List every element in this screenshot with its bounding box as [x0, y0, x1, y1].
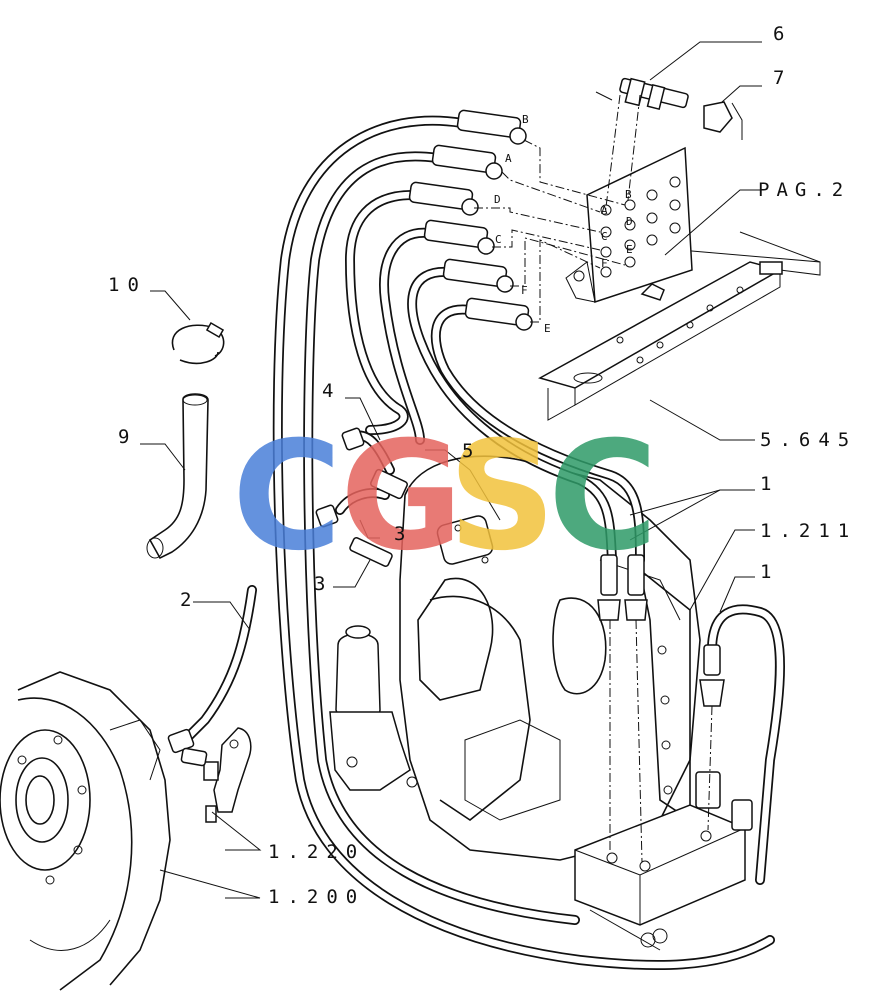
- port-letter-hose-b: B: [522, 113, 529, 126]
- port-letter-plate-e: E: [626, 243, 633, 256]
- hose-clamp-drawing: [171, 322, 225, 365]
- callout-1-upper: 1: [760, 473, 771, 495]
- port-letter-hose-f: F: [521, 284, 528, 297]
- port-letter-plate-c: C: [601, 230, 608, 243]
- port-letter-hose-c: C: [495, 233, 502, 246]
- watermark-letter-2: G: [340, 410, 463, 584]
- callout-pag-2: PAG.2: [758, 179, 850, 201]
- port-letter-plate-d: D: [626, 215, 633, 228]
- port-letter-hose-d: D: [494, 193, 501, 206]
- valve-block-drawing: [574, 771, 753, 951]
- leader-lines: [140, 41, 762, 899]
- hose-elbow-drawing: [146, 393, 209, 560]
- callout-5-645: 5.645: [760, 429, 857, 451]
- watermark-letter-4: C: [548, 410, 658, 584]
- watermark-letter-3: S: [448, 410, 556, 584]
- lower-fittings: [167, 427, 725, 767]
- callout-2: 2: [180, 589, 191, 611]
- port-letters: B A D C F E A B C D E F: [494, 113, 633, 335]
- callout-3-upper: 3: [394, 523, 405, 545]
- callout-4: 4: [322, 380, 333, 402]
- callout-6: 6: [773, 23, 784, 45]
- callout-1-211: 1.211: [760, 520, 857, 542]
- callout-labels: 6 7 PAG.2 10 9 4 5 5.645 1 1.211 1 3 3 2…: [108, 23, 857, 908]
- watermark-letter-1: C: [232, 410, 342, 584]
- port-letter-plate-b: B: [625, 188, 632, 201]
- callout-10: 10: [108, 274, 147, 296]
- platform-drawing: [538, 231, 821, 421]
- callout-5: 5: [462, 440, 473, 462]
- hose-end-fittings: [408, 109, 533, 331]
- port-letter-plate-a: A: [601, 204, 608, 217]
- hose-bracket-drawing: [203, 727, 252, 823]
- axle-housing-drawing: [0, 671, 171, 991]
- oil-filter-drawing: [329, 625, 418, 791]
- port-letter-hose-a: A: [505, 152, 512, 165]
- callout-9: 9: [118, 426, 129, 448]
- fitting-6-drawing: [595, 77, 743, 140]
- port-letter-plate-f: F: [601, 257, 608, 270]
- callout-1-200: 1.200: [268, 886, 365, 908]
- callout-1-lower: 1: [760, 561, 771, 583]
- watermark: C G S C: [232, 410, 658, 584]
- side-plate-drawing: [638, 568, 691, 822]
- callout-3-lower: 3: [314, 573, 325, 595]
- transmission-body-drawing: [399, 455, 701, 861]
- callout-7: 7: [773, 67, 784, 89]
- port-letter-hose-e: E: [544, 322, 551, 335]
- callout-1-220: 1.220: [268, 841, 365, 863]
- routing-lines: [474, 94, 713, 863]
